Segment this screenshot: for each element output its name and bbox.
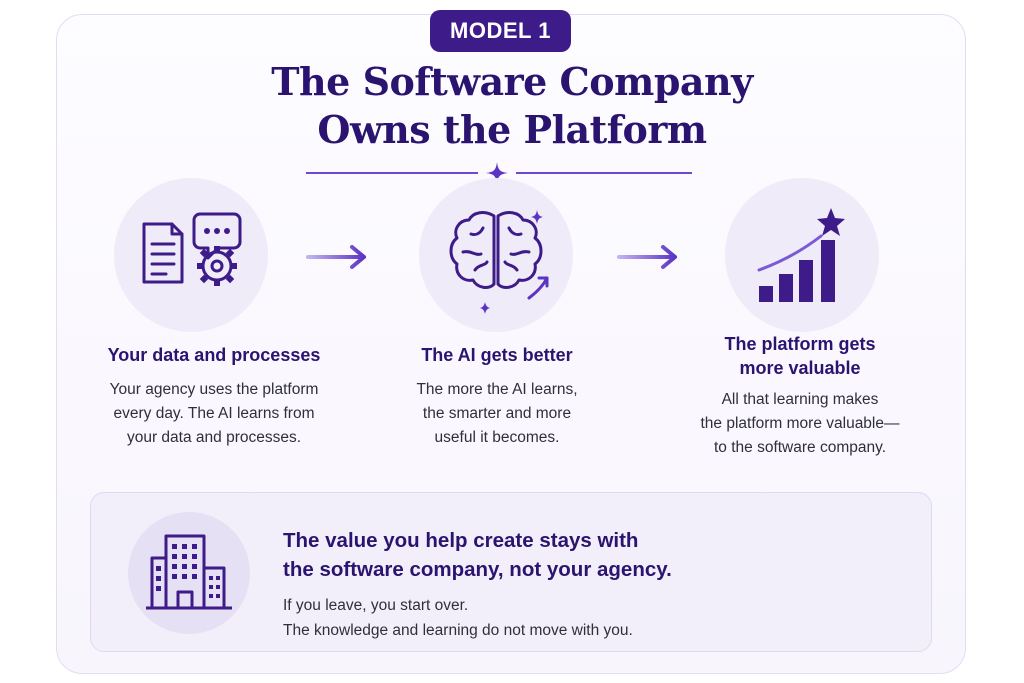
step-2-body-line-1: The more the AI learns, xyxy=(416,381,578,398)
step-3-heading-line-1: The platform gets xyxy=(724,334,876,354)
model-badge: MODEL 1 xyxy=(430,10,571,52)
step-2-body-line-2: the smarter and more xyxy=(422,405,572,422)
step-1-body: Your agency uses the platform every day.… xyxy=(84,378,344,450)
arrow-right-icon xyxy=(617,245,677,269)
growth-chart-star-icon xyxy=(757,208,845,302)
step-3-icon-circle xyxy=(725,178,879,332)
step-3-body: All that learning makes the platform mor… xyxy=(665,388,935,460)
page-title: The Software Company Owns the Platform xyxy=(150,58,874,154)
step-1-heading: Your data and processes xyxy=(84,343,344,367)
document-chat-gear-icon xyxy=(142,212,242,286)
step-3-heading: The platform gets more valuable xyxy=(665,332,935,380)
step-1-body-line-2: every day. The AI learns from xyxy=(113,405,315,422)
callout-body: If you leave, you start over. The knowle… xyxy=(283,593,633,643)
step-2-heading: The AI gets better xyxy=(372,343,622,367)
callout-heading-line-1: The value you help create stays with xyxy=(283,529,639,552)
title-line-1: The Software Company xyxy=(271,59,753,104)
arrow-right-icon xyxy=(306,245,366,269)
title-line-2: Owns the Platform xyxy=(317,107,707,152)
step-2-body: The more the AI learns, the smarter and … xyxy=(372,378,622,450)
office-building-icon xyxy=(146,534,232,610)
step-1-body-line-1: Your agency uses the platform xyxy=(109,381,319,398)
sparkle-icon xyxy=(486,162,508,184)
step-3-body-line-3: to the software company. xyxy=(713,439,887,456)
step-2-heading-line: The AI gets better xyxy=(421,345,573,365)
step-2-icon-circle xyxy=(419,178,573,332)
step-1-icon-circle xyxy=(114,178,268,332)
title-divider-right xyxy=(516,172,692,174)
callout-heading: The value you help create stays with the… xyxy=(283,526,672,584)
callout-body-line-2: The knowledge and learning do not move w… xyxy=(283,622,633,639)
brain-sparkle-icon xyxy=(449,210,549,314)
step-3-body-line-2: the platform more valuable— xyxy=(700,415,900,432)
callout-body-line-1: If you leave, you start over. xyxy=(283,597,469,614)
step-3-body-line-1: All that learning makes xyxy=(721,391,879,408)
callout-icon-circle xyxy=(128,512,250,634)
step-1-heading-line: Your data and processes xyxy=(107,345,321,365)
title-divider-left xyxy=(306,172,478,174)
step-1-body-line-3: your data and processes. xyxy=(126,429,302,446)
callout-heading-line-2: the software company, not your agency. xyxy=(283,558,672,581)
step-3-heading-line-2: more valuable xyxy=(739,358,861,378)
step-2-body-line-3: useful it becomes. xyxy=(434,429,560,446)
